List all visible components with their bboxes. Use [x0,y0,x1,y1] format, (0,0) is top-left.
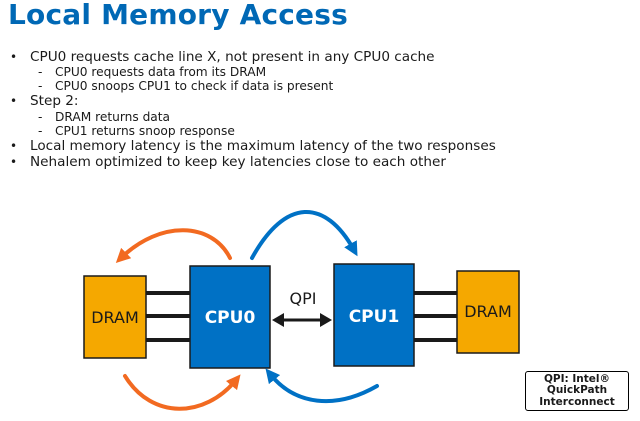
cpu1-label: CPU1 [349,307,400,327]
bullet-item: • CPU0 requests cache line X, not presen… [10,49,630,65]
bullet-text: CPU0 requests cache line X, not present … [30,49,435,65]
slide-title: Local Memory Access [8,0,348,31]
bullet-item: • Nehalem optimized to keep key latencie… [10,154,630,170]
qpi-arrowhead-right [320,313,332,327]
sub-bullet-dash: - [38,79,43,94]
right-memory-channels [414,291,457,342]
bullet-dot: • [10,50,18,64]
qpi-link-arrow [272,313,332,327]
sub-bullet-item: - CPU0 snoops CPU1 to check if data is p… [10,79,630,93]
cpu1-box [333,263,415,367]
left-memory-channels [146,291,190,342]
cpu0-label: CPU0 [205,308,256,328]
sub-bullet-text: CPU1 returns snoop response [55,123,235,138]
sub-bullet-item: - CPU1 returns snoop response [10,124,630,138]
qpi-definition-line: QuickPath [546,384,608,397]
sub-bullet-dash: - [38,65,43,80]
qpi-definition-line: QPI: Intel® [543,372,610,385]
sub-bullet-text: DRAM returns data [55,109,171,124]
bullet-item: • Step 2: [10,93,630,109]
bullet-text: Local memory latency is the maximum late… [30,137,496,154]
sub-bullet-item: - CPU0 requests data from its DRAM [10,65,630,79]
bullet-dot: • [10,94,18,109]
dram-right-label: DRAM [464,302,512,321]
bullet-item: • Local memory latency is the maximum la… [10,138,630,154]
qpi-definition-line: Interconnect [539,395,615,408]
dram-left-label: DRAM [91,308,139,327]
orange-data-return-arrow [123,374,241,411]
bullet-text: Step 2: [30,93,79,110]
orange-request-arrow [115,228,232,264]
bullet-text: Nehalem optimized to keep key latencies … [30,154,446,171]
qpi-label: QPI [290,289,317,308]
sub-bullet-dash: - [38,109,43,124]
bullet-dot: • [10,138,18,153]
blue-snoop-arrow [250,210,358,260]
sub-bullet-dash: - [38,123,43,138]
sub-bullet-item: - DRAM returns data [10,110,630,124]
cpu0-box [189,265,271,369]
memory-access-diagram: DRAM DRAM CPU0 CPU1 QPI [83,210,520,411]
blue-snoop-response-arrow [265,368,379,404]
bullet-list: • CPU0 requests cache line X, not presen… [10,49,630,171]
sub-bullet-text: CPU0 requests data from its DRAM [55,65,267,80]
dram-left-box [83,275,147,359]
dram-right-box [456,270,520,354]
sub-bullet-text: CPU0 snoops CPU1 to check if data is pre… [55,79,334,94]
qpi-arrowhead-left [272,313,284,327]
bullet-dot: • [10,155,18,170]
qpi-definition-box: QPI: Intel® QuickPath Interconnect [525,371,629,411]
